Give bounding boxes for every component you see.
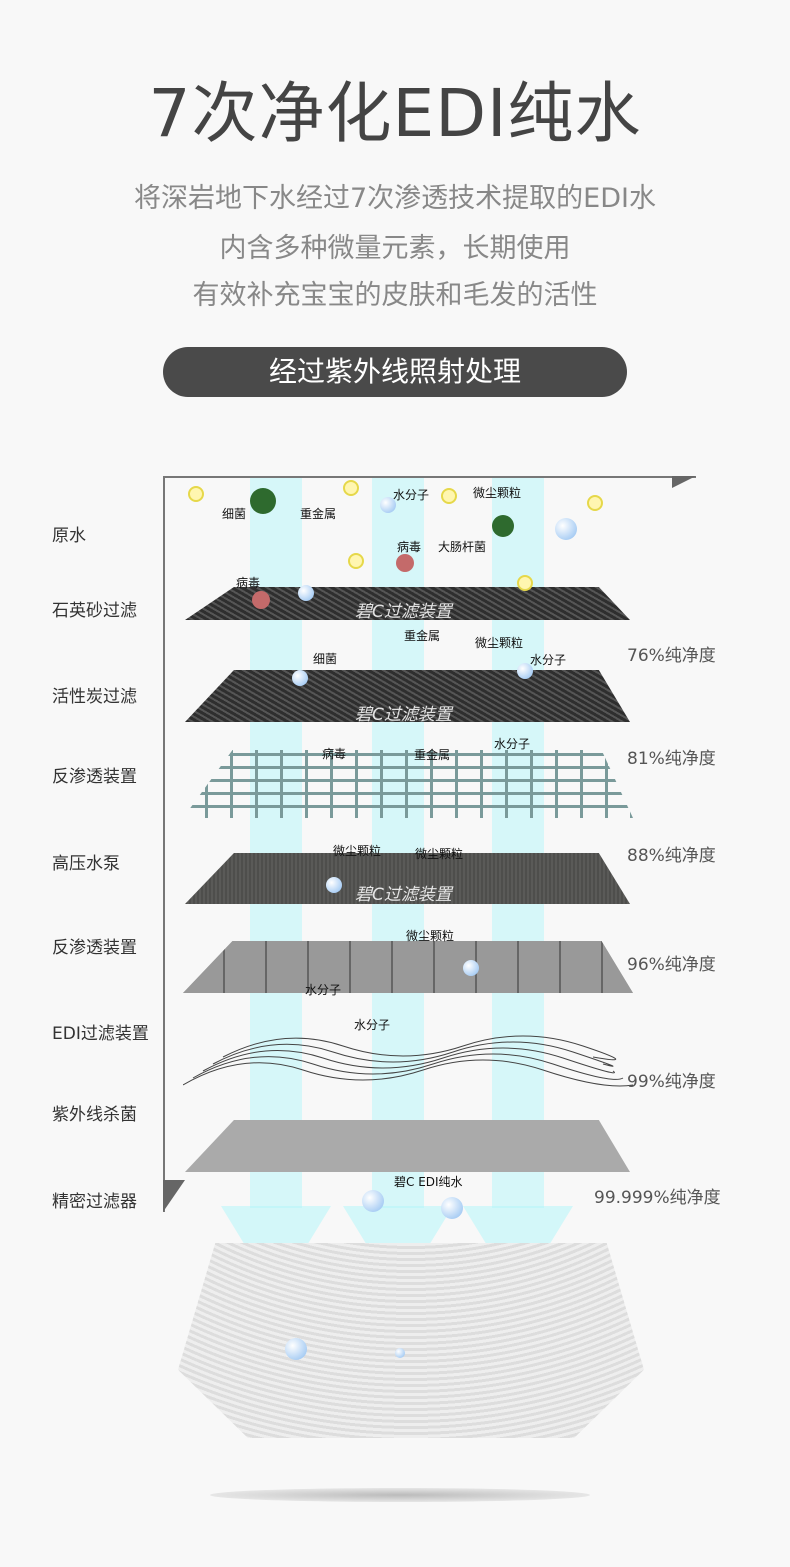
water-molecule-icon [298,585,314,601]
pad-shadow [210,1488,590,1502]
particle-label: 微尘颗粒 [475,636,524,650]
particle-label: 水分子 [494,737,531,751]
stage-label: 精密过滤器 [52,1192,137,1212]
stage-label: 活性炭过滤 [52,687,137,707]
water-molecule-icon [463,960,479,976]
particle-label: 细菌 [313,652,338,666]
stage-label: 原水 [52,526,86,546]
water-molecule-icon [441,1197,463,1219]
stage-label: 反渗透装置 [52,938,137,958]
virus-icon [396,554,414,572]
uv-treatment-pill: 经过紫外线照射处理 [163,347,627,397]
dust-particle-icon [587,495,603,511]
frame-corner [163,1180,185,1212]
bacteria-icon [250,488,276,514]
device-label: 碧C过滤装置 [355,885,452,905]
dust-particle-icon [343,480,359,496]
particle-label: 水分子 [354,1018,391,1032]
filter-layer-carbon [185,670,630,722]
stage-label: 紫外线杀菌 [52,1105,137,1125]
water-molecule-icon [555,518,577,540]
particle-label: 病毒 [322,747,347,761]
frame-corner [672,476,696,488]
water-molecule-icon [285,1338,307,1360]
particle-label: 微尘颗粒 [473,486,522,500]
device-label: 碧C过滤装置 [355,705,452,725]
particle-label: 病毒 [236,576,261,590]
water-molecule-icon [362,1190,384,1212]
water-molecule-icon [326,877,342,893]
bacteria-icon [492,515,514,537]
purity-label: 99%纯净度 [627,1072,716,1092]
purity-label: 88%纯净度 [627,846,716,866]
particle-label: 重金属 [404,629,441,643]
filter-layer-edi-waves [183,1035,633,1087]
dust-particle-icon [188,486,204,502]
subtitle-line: 内含多种微量元素，长期使用 [219,233,571,264]
subtitle-line: 有效补充宝宝的皮肤和毛发的活性 [192,280,598,311]
stage-label: 石英砂过滤 [52,601,137,621]
filter-layer-pump [185,853,630,904]
purity-label: 99.999%纯净度 [594,1188,721,1208]
purity-label: 76%纯净度 [627,646,716,666]
page-title: 7次净化EDI纯水 [148,75,642,152]
particle-label: 细菌 [222,507,247,521]
particle-label: 水分子 [393,488,430,502]
particle-label: 重金属 [414,748,451,762]
water-molecule-icon [380,497,396,513]
particle-label: 病毒 [397,540,422,554]
absorbent-pad [178,1243,644,1438]
stage-label: EDI过滤装置 [52,1024,149,1044]
dust-particle-icon [441,488,457,504]
water-molecule-icon [517,663,533,679]
purity-label: 81%纯净度 [627,749,716,769]
particle-label: 微尘颗粒 [333,844,382,858]
dust-particle-icon [348,553,364,569]
particle-label: 大肠杆菌 [438,540,487,554]
purity-label: 96%纯净度 [627,955,716,975]
stage-label: 高压水泵 [52,854,120,874]
particle-label: 微尘颗粒 [415,847,464,861]
filter-layer-precision [185,1120,630,1172]
frame-line [163,476,696,478]
frame-line [163,476,165,1212]
virus-icon [252,591,270,609]
dust-particle-icon [517,575,533,591]
stage-label: 反渗透装置 [52,767,137,787]
particle-label: 水分子 [305,983,342,997]
device-label: 碧C过滤装置 [355,602,452,622]
particle-label: 水分子 [530,653,567,667]
water-molecule-icon [395,1348,405,1358]
subtitle-line: 将深岩地下水经过7次渗透技术提取的EDI水 [134,183,656,214]
output-label: 碧C EDI纯水 [394,1175,463,1189]
water-molecule-icon [292,670,308,686]
particle-label: 微尘颗粒 [406,929,455,943]
filter-layer-ro-grid [183,750,633,818]
filter-layer-ro-2 [183,941,633,993]
particle-label: 重金属 [300,507,337,521]
